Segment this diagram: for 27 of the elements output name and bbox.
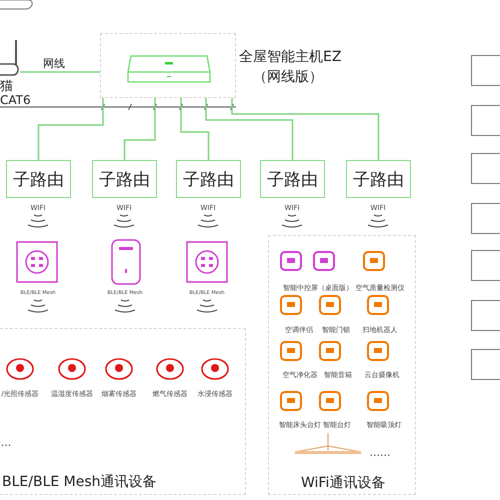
group-title: WiFi通讯设备 [301,474,386,492]
empty-box [471,203,500,234]
router-box: 子路由 [260,160,325,198]
empty-box [471,300,500,331]
connector-line [124,98,156,160]
group-title: BLE/BLE Mesh通讯设备 [2,473,157,491]
router-box: 子路由 [92,160,157,198]
connector-line [180,98,210,160]
ellipsis-text: ... [0,436,12,449]
cable-caption: CAT6 [0,93,31,107]
empty-box [471,153,500,184]
edge-label: 网线 [42,56,66,71]
connector-line [205,98,294,160]
device-caption: 猫 [0,78,13,95]
empty-box [471,105,500,136]
empty-box [471,349,500,380]
connector-line [231,98,380,160]
empty-box [471,250,500,281]
router-box: 子路由 [346,160,411,198]
router-box: 子路由 [6,160,71,198]
connector-line [20,71,100,73]
ellipsis-text: ...... [370,446,390,459]
empty-box [471,55,500,86]
connector-line [38,98,104,160]
host-title: 全屋智能主机EZ [239,48,342,66]
router-box: 子路由 [176,160,241,198]
host-title: （网线版） [253,68,323,86]
